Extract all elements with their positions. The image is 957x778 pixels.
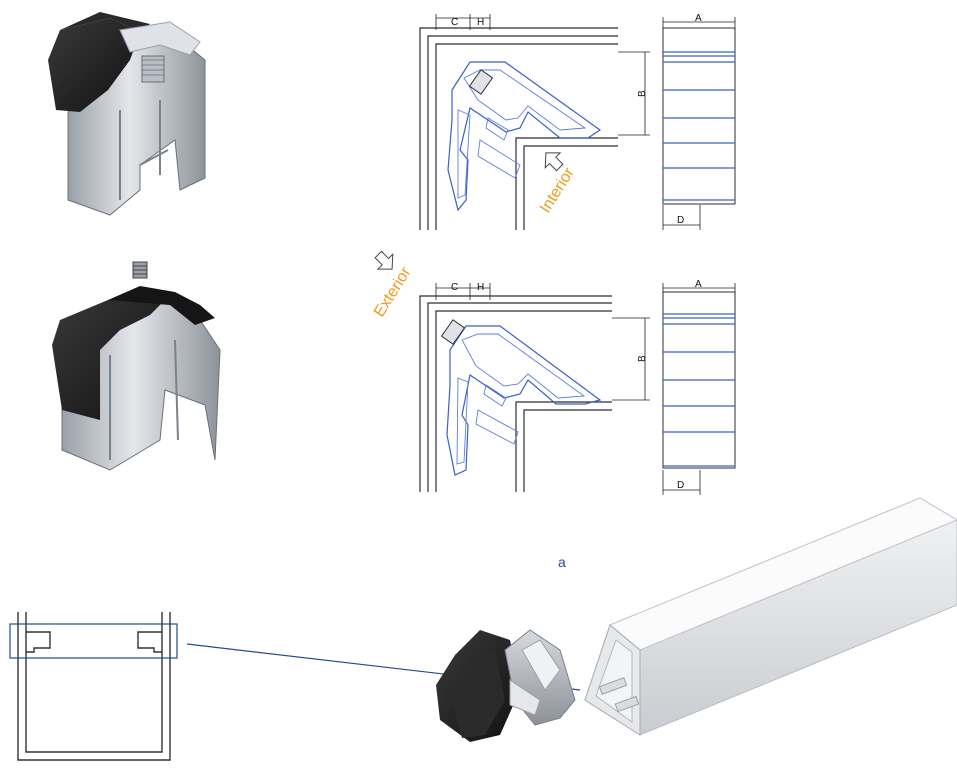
label-d-bottom: D xyxy=(677,480,684,491)
connector-photo-top xyxy=(48,12,206,216)
label-h-bottom: H xyxy=(477,282,484,293)
label-h-top: H xyxy=(477,17,484,28)
label-c-bottom: C xyxy=(451,282,458,293)
label-b-bottom: B xyxy=(637,355,648,362)
label-d-top: D xyxy=(677,215,684,226)
label-interior: Interior xyxy=(537,164,578,216)
label-c-top: C xyxy=(451,17,458,28)
connector-photo-middle xyxy=(52,261,221,471)
outline-arrow-icon xyxy=(544,152,564,172)
section-drawing-bottom xyxy=(374,250,736,495)
label-a-top: A xyxy=(695,13,702,24)
top-dimension-labels: C H A B D Interior xyxy=(451,13,702,226)
outline-arrow-icon xyxy=(374,250,394,270)
label-exterior: Exterior xyxy=(371,264,415,320)
tube-render xyxy=(436,497,957,742)
bottom-dimension-labels: Exterior C H A B D xyxy=(371,264,702,491)
caption-letter: a xyxy=(558,554,566,570)
section-drawing-top xyxy=(419,14,736,230)
highlight-box xyxy=(9,623,178,659)
label-b-top: B xyxy=(637,90,648,97)
label-a-bottom: A xyxy=(695,279,702,290)
